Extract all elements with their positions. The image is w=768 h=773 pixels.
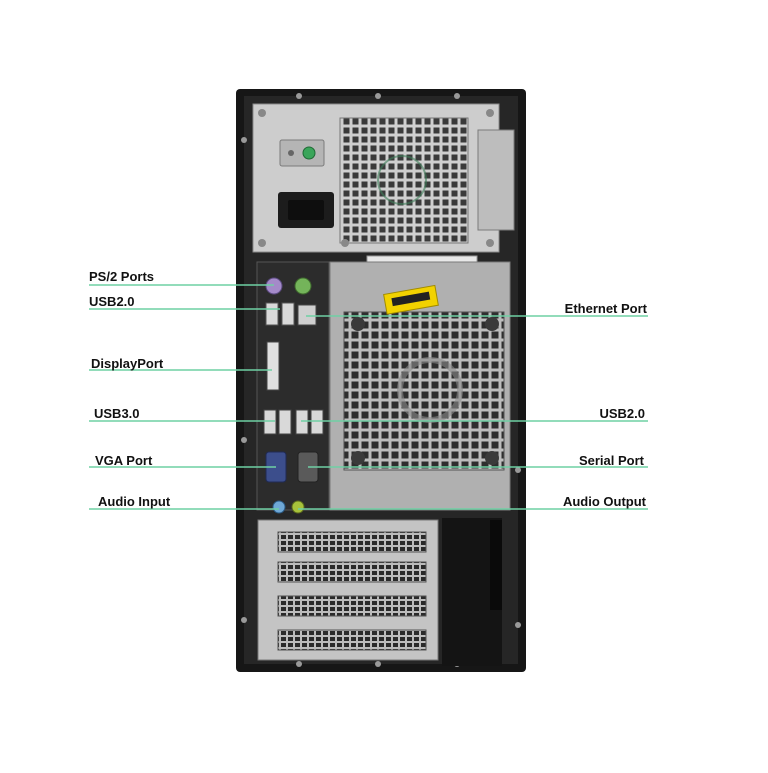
label-displayport: DisplayPort [91, 356, 164, 371]
rear-panel [329, 261, 511, 511]
label-vga-port: VGA Port [95, 453, 153, 468]
io-plate [256, 261, 330, 514]
label-audio-input: Audio Input [98, 494, 171, 509]
label-ethernet-port: Ethernet Port [564, 301, 647, 316]
expansion-slots [257, 518, 502, 666]
leader-lines [89, 284, 648, 510]
label-usb3: USB3.0 [94, 406, 140, 421]
label-usb2-right: USB2.0 [599, 406, 645, 421]
power-supply [252, 103, 515, 253]
label-serial-port: Serial Port [578, 453, 644, 468]
label-audio-output: Audio Output [562, 494, 646, 509]
yellow-asset-label [383, 284, 439, 315]
label-ps2-ports: PS/2 Ports [89, 269, 155, 284]
label-usb2-left: USB2.0 [89, 294, 135, 309]
